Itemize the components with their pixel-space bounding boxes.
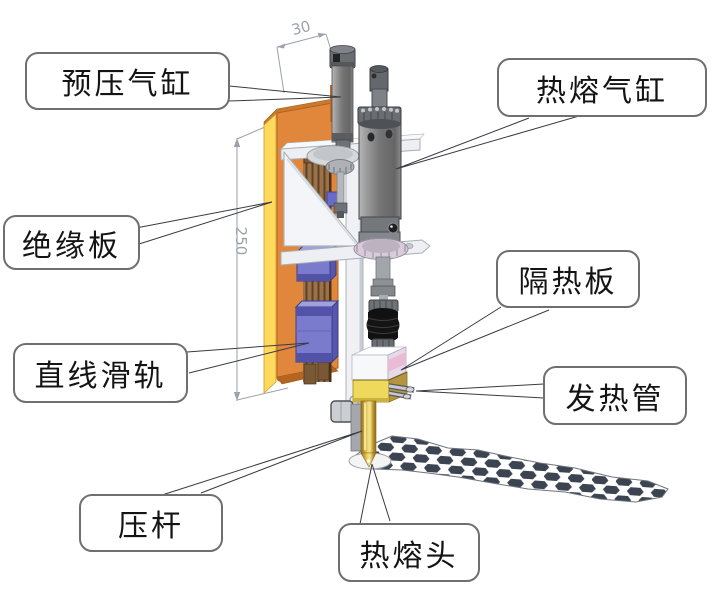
dimension-lines xyxy=(233,32,335,401)
callout-linear-slide-rail-text: 直线滑轨 xyxy=(34,360,167,393)
callout-hot-melt-head-text: 热熔头 xyxy=(359,539,459,573)
callout-heat-insulation-plate-text: 隔热板 xyxy=(518,266,618,299)
honeycomb-sheet xyxy=(348,435,669,503)
callout-press-rod-text: 压杆 xyxy=(118,510,184,543)
press-rod-graphic xyxy=(350,403,362,452)
dimension-plate-height: 250 xyxy=(232,226,250,256)
rods xyxy=(330,400,377,468)
callout-insulation-plate: 绝缘板 xyxy=(3,215,140,270)
callout-press-rod: 压杆 xyxy=(79,494,223,552)
callout-insulation-plate-text: 绝缘板 xyxy=(22,229,121,263)
callout-hot-melt-cylinder-text: 热熔气缸 xyxy=(536,74,668,108)
pre-press-cylinder-graphic xyxy=(306,45,360,218)
callout-pre-press-cylinder: 预压气缸 xyxy=(25,52,230,110)
callout-heating-tube-text: 发热管 xyxy=(565,382,665,416)
tool-blocks xyxy=(351,346,415,403)
callout-heating-tube: 发热管 xyxy=(543,366,687,425)
callout-hot-melt-head: 热熔头 xyxy=(338,523,480,582)
heating-tube-pins xyxy=(388,383,415,400)
callout-pre-press-cylinder-text: 预压气缸 xyxy=(61,68,194,101)
callout-heat-insulation-plate: 隔热板 xyxy=(496,250,640,308)
callout-hot-melt-cylinder: 热熔气缸 xyxy=(497,58,707,117)
callout-linear-slide-rail: 直线滑轨 xyxy=(13,343,188,403)
hot-melt-cylinder-graphic xyxy=(353,65,409,260)
leader-lines xyxy=(135,85,580,525)
hot-melt-head-graphic xyxy=(360,400,377,468)
piston-rod-coupling xyxy=(366,256,400,357)
